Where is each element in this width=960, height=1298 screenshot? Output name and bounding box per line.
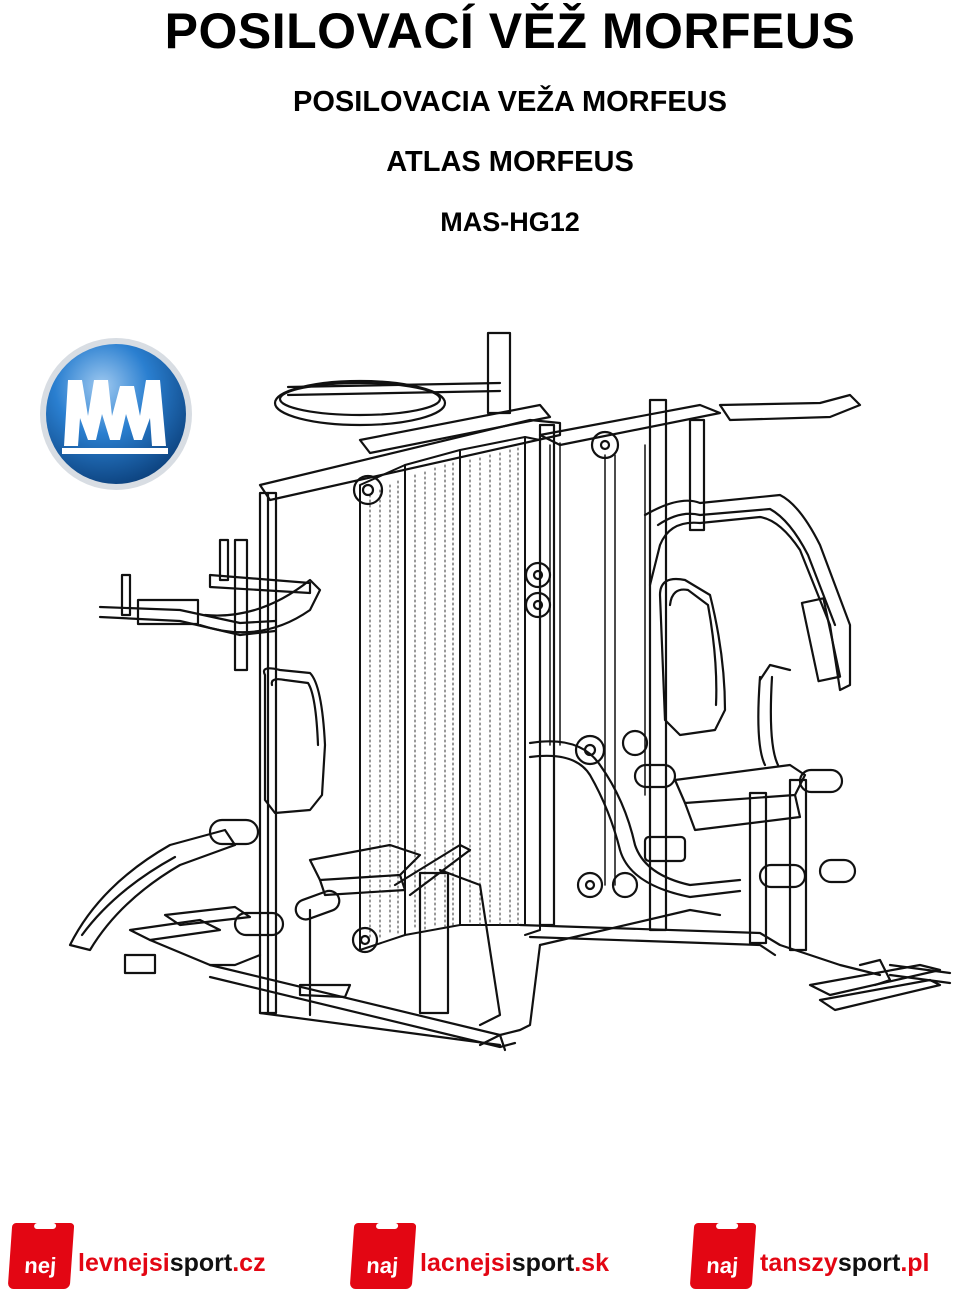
page-title-sk: POSILOVACIA VEŽA MORFEUS [293, 86, 727, 118]
site-name: lacnejsisport.sk [420, 1249, 609, 1277]
page-title-cz: POSILOVACÍ VĚŽ MORFEUS [164, 3, 856, 59]
tag-text: naj [705, 1253, 740, 1278]
tag-text: nej [23, 1253, 58, 1278]
page-title-pl: ATLAS MORFEUS [386, 146, 634, 178]
tag-icon: naj [349, 1223, 417, 1289]
multi-gym-line-drawing [68, 331, 952, 1052]
tag-icon: nej [7, 1223, 75, 1289]
site-name: tanszysport.pl [760, 1249, 930, 1277]
tag-text: naj [365, 1253, 400, 1278]
footer-logo-sk: naj lacnejsisport.sk [349, 1215, 652, 1293]
tag-icon: naj [689, 1223, 757, 1289]
model-number: MAS-HG12 [440, 207, 580, 237]
footer-logo-pl: naj tanszysport.pl [689, 1215, 958, 1293]
site-name: levnejsisport.cz [78, 1249, 266, 1277]
footer-logo-cz: nej levnejsisport.cz [7, 1215, 310, 1293]
mm-logo-icon [40, 338, 192, 490]
